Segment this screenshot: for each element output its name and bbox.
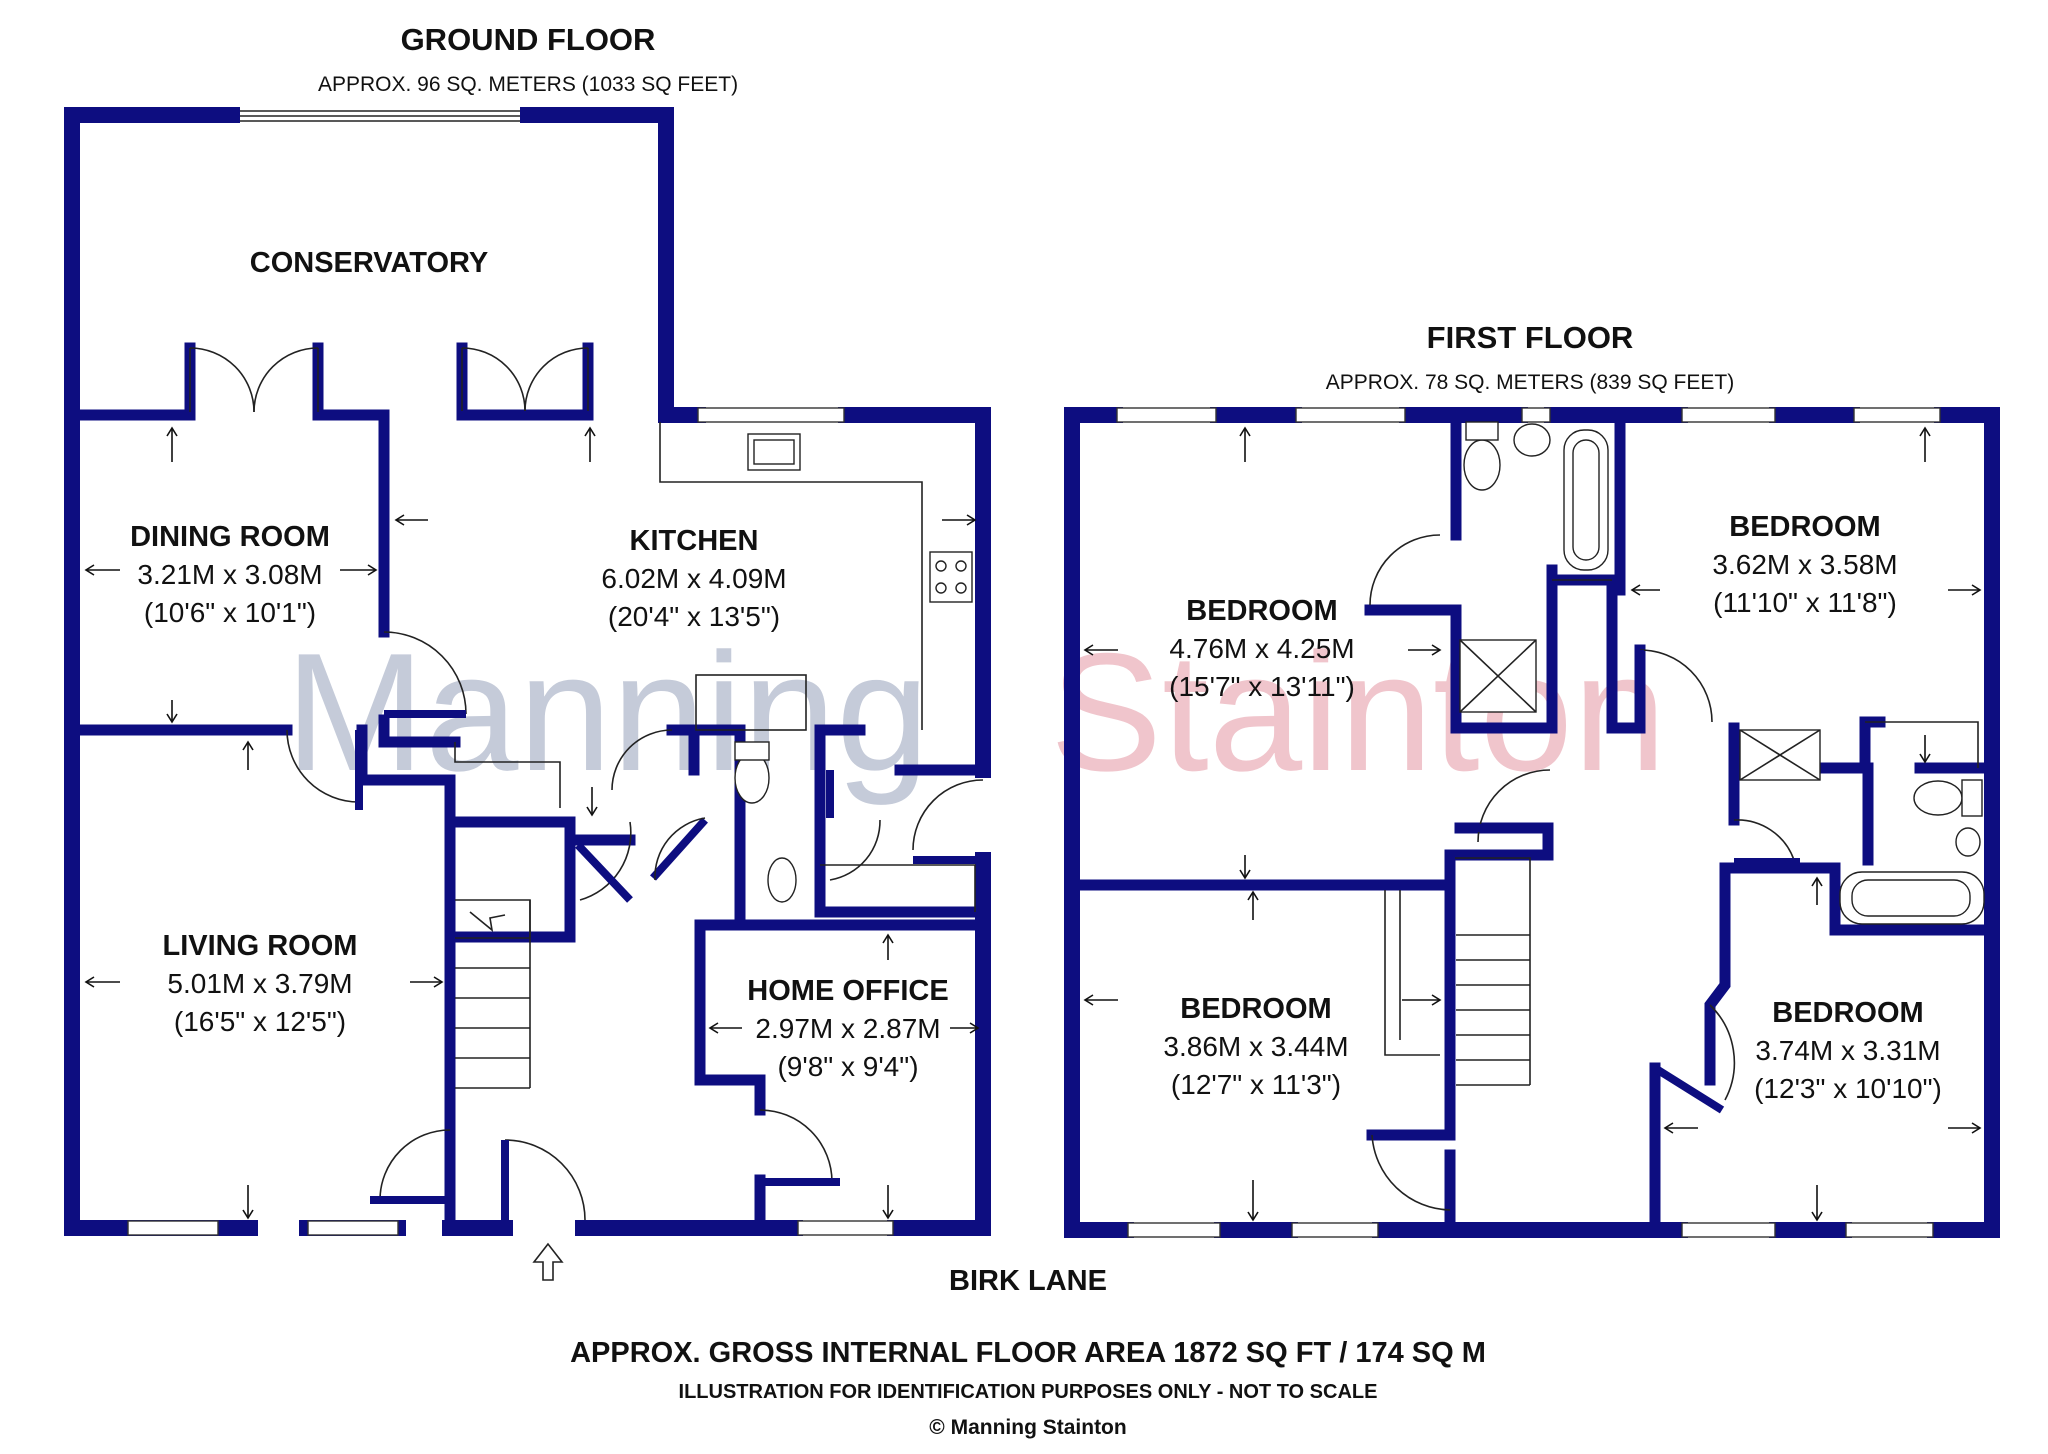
bedroom-4-imperial: (12'3" x 10'10") xyxy=(1754,1073,1942,1104)
living-room-imperial: (16'5" x 12'5") xyxy=(174,1006,346,1037)
kitchen-worktops xyxy=(454,422,976,912)
kitchen-imperial: (20'4" x 13'5") xyxy=(608,601,780,632)
bedroom-4-name: BEDROOM xyxy=(1772,997,1923,1029)
ground-wc-fixtures xyxy=(734,741,797,903)
living-room-name: LIVING ROOM xyxy=(163,930,358,962)
room-bedroom-2: BEDROOM 3.62M x 3.58M (11'10" x 11'8") xyxy=(1712,511,1897,618)
disclaimer: ILLUSTRATION FOR IDENTIFICATION PURPOSES… xyxy=(679,1381,1378,1403)
room-kitchen: KITCHEN 6.02M x 4.09M (20'4" x 13'5") xyxy=(601,525,786,632)
hob-icon xyxy=(929,551,973,603)
street-name: BIRK LANE xyxy=(949,1265,1107,1297)
room-bedroom-4: BEDROOM 3.74M x 3.31M (12'3" x 10'10") xyxy=(1754,997,1942,1104)
room-bedroom-3: BEDROOM 3.86M x 3.44M (12'7" x 11'3") xyxy=(1163,993,1348,1100)
ground-floor-title: GROUND FLOOR xyxy=(401,22,656,57)
ground-doors xyxy=(189,347,984,1228)
room-conservatory: CONSERVATORY xyxy=(250,247,489,279)
conservatory-name: CONSERVATORY xyxy=(250,247,489,279)
ground-stairs xyxy=(455,899,531,1089)
bedroom-2-metric: 3.62M x 3.58M xyxy=(1712,549,1897,580)
watermark-part2: Stainton xyxy=(1050,618,1666,806)
bedroom-3-metric: 3.86M x 3.44M xyxy=(1163,1031,1348,1062)
kitchen-name: KITCHEN xyxy=(630,525,759,557)
bedroom-4-metric: 3.74M x 3.31M xyxy=(1755,1035,1940,1066)
first-floor-title: FIRST FLOOR xyxy=(1427,320,1634,355)
first-bathroom-fixtures xyxy=(1459,421,1985,925)
bedroom-1-metric: 4.76M x 4.25M xyxy=(1169,633,1354,664)
bedroom-2-imperial: (11'10" x 11'8") xyxy=(1713,587,1897,618)
office-imperial: (9'8" x 9'4") xyxy=(777,1051,918,1082)
room-office: HOME OFFICE 2.97M x 2.87M (9'8" x 9'4") xyxy=(747,975,948,1082)
first-dimension-arrows xyxy=(1083,426,1982,1222)
first-windows xyxy=(1116,407,1941,1238)
bedroom-1-imperial: (15'7" x 13'11") xyxy=(1169,671,1355,702)
office-metric: 2.97M x 2.87M xyxy=(755,1013,940,1044)
bedroom-3-imperial: (12'7" x 11'3") xyxy=(1171,1069,1341,1100)
living-room-metric: 5.01M x 3.79M xyxy=(167,968,352,999)
room-dining: DINING ROOM 3.21M x 3.08M (10'6" x 10'1"… xyxy=(130,521,330,628)
dining-room-metric: 3.21M x 3.08M xyxy=(137,559,322,590)
conservatory-bifold-door xyxy=(232,110,528,122)
ground-floor: GROUND FLOOR APPROX. 96 SQ. METERS (1033… xyxy=(64,22,991,1281)
room-bedroom-1: BEDROOM 4.76M x 4.25M (15'7" x 13'11") xyxy=(1169,595,1355,702)
first-floor: FIRST FLOOR APPROX. 78 SQ. METERS (839 S… xyxy=(1064,320,2000,1238)
ground-windows xyxy=(127,407,894,1236)
bedroom-3-name: BEDROOM xyxy=(1180,993,1331,1025)
office-name: HOME OFFICE xyxy=(747,975,948,1007)
bedroom-1-name: BEDROOM xyxy=(1186,595,1337,627)
first-floor-area: APPROX. 78 SQ. METERS (839 SQ FEET) xyxy=(1326,371,1734,394)
first-stairs xyxy=(1384,857,1531,1086)
dining-room-name: DINING ROOM xyxy=(130,521,330,553)
ground-floor-area: APPROX. 96 SQ. METERS (1033 SQ FEET) xyxy=(318,73,738,96)
copyright: © Manning Stainton xyxy=(929,1416,1126,1439)
first-doors xyxy=(1369,534,1800,1211)
dining-room-imperial: (10'6" x 10'1") xyxy=(144,597,316,628)
kitchen-metric: 6.02M x 4.09M xyxy=(601,563,786,594)
total-floor-area: APPROX. GROSS INTERNAL FLOOR AREA 1872 S… xyxy=(570,1337,1486,1369)
bedroom-2-name: BEDROOM xyxy=(1729,511,1880,543)
ground-dimension-arrows xyxy=(84,426,980,1220)
entrance-arrow-icon xyxy=(532,1242,564,1281)
room-living: LIVING ROOM 5.01M x 3.79M (16'5" x 12'5"… xyxy=(163,930,358,1037)
